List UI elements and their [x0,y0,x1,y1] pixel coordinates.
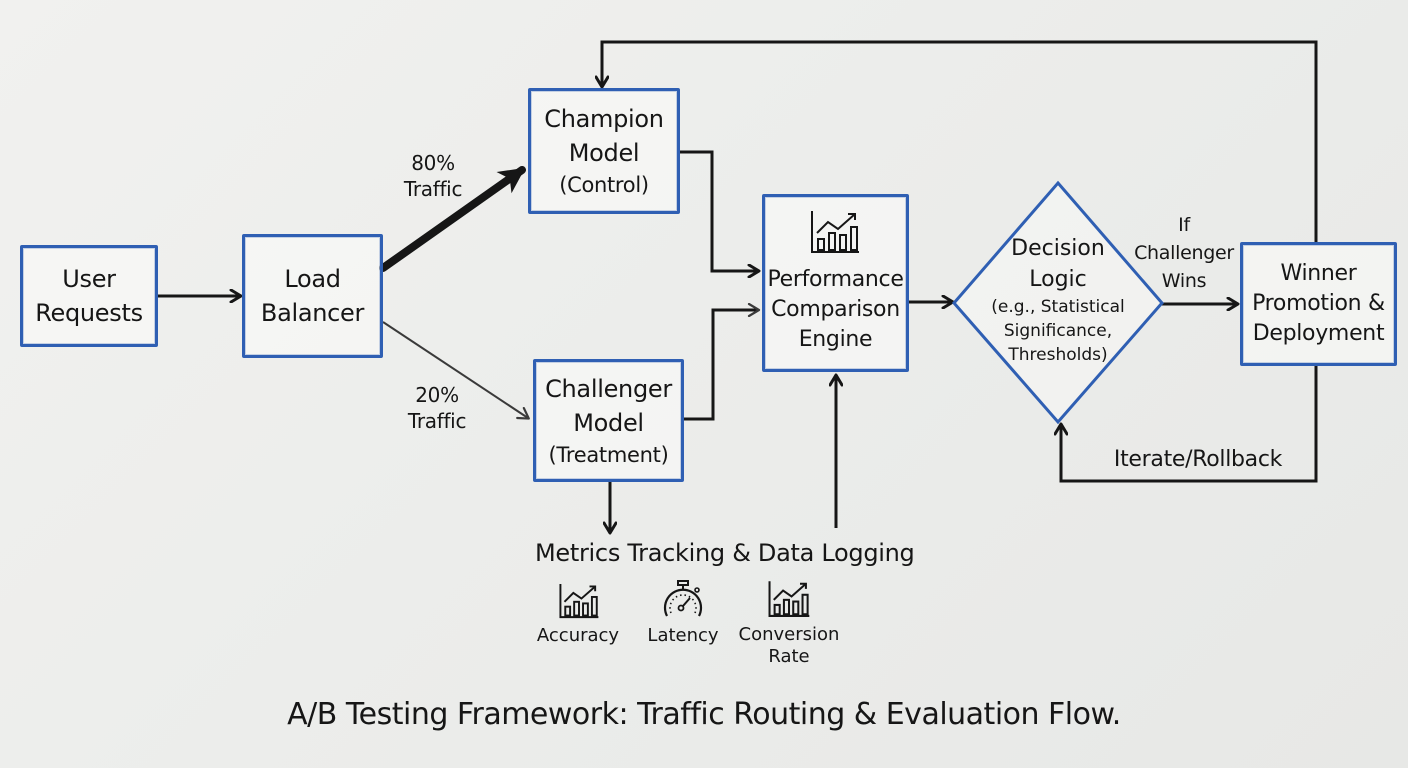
node-performance-comparison-engine: Performance Comparison Engine [762,194,909,372]
decision-diamond [952,180,1164,425]
node-label: User [62,265,116,293]
traffic-percent: 80% [411,151,455,175]
node-label: (Control) [559,173,649,197]
node-winner-promotion: Winner Promotion & Deployment [1240,242,1397,366]
metric-conversion-rate: Conversion Rate [734,624,844,668]
edge-loadbalancer-to-champion [379,166,526,272]
edge-winner-to-champion-loop [602,40,1318,242]
diagram-caption: A/B Testing Framework: Traffic Routing &… [287,697,1121,732]
node-detail: (e.g., Statistical [991,297,1125,317]
node-label: Balancer [260,299,365,327]
latency-stopwatch-icon [663,580,703,617]
metric-latency: Latency [633,625,733,647]
metric-label: Rate [768,646,810,667]
metric-accuracy: Accuracy [528,625,628,647]
node-label: Deployment [1252,321,1385,346]
accuracy-bar-chart-trend-icon [559,584,599,619]
label-iterate-rollback: Iterate/Rollback [1113,447,1283,472]
node-label: Model [573,408,644,437]
condition-text: Challenger [1134,242,1234,264]
label-champion-traffic: 80% Traffic [388,150,478,202]
node-label: Decision [1011,236,1105,261]
edge-loadbalancer-to-challenger [382,321,528,418]
node-decision-logic: Decision Logic (e.g., Statistical Signif… [978,233,1138,367]
condition-text: Wins [1161,270,1207,292]
edge-iterate-rollback-loop [1061,366,1318,483]
edge-champion-to-performance [680,150,758,271]
metric-label: Accuracy [536,625,620,646]
node-label: Engine [798,327,873,352]
traffic-percent: 20% [415,383,459,407]
node-load-balancer: Load Balancer [242,234,383,358]
node-challenger-model: Challenger Model (Treatment) [533,359,684,482]
bar-chart-trend-icon [811,211,859,253]
traffic-text: Traffic [403,177,463,201]
node-champion-model: Champion Model (Control) [528,88,680,214]
metric-label: Latency [647,625,719,646]
node-label: (Treatment) [548,442,669,467]
node-label: Comparison [771,297,900,322]
node-label: Logic [1029,267,1087,292]
node-label: Requests [35,299,143,327]
label-challenger-traffic: 20% Traffic [392,382,482,434]
node-detail: Thresholds) [1008,345,1108,365]
metric-label: Conversion [738,624,840,645]
node-label: Load [284,265,341,293]
node-label: Champion [544,105,664,133]
node-label: Challenger [545,374,672,403]
condition-text: If [1178,214,1190,236]
edge-challenger-to-performance [683,310,758,421]
node-label: Model [568,139,640,167]
node-label: Performance [767,267,904,292]
metrics-title: Metrics Tracking & Data Logging [535,539,915,567]
conversion-bar-chart-trend-icon [768,581,810,617]
traffic-text: Traffic [407,409,467,433]
node-user-requests: User Requests [20,245,158,347]
label-challenger-wins: If Challenger Wins [1128,211,1240,295]
node-label: Winner [1280,261,1357,286]
node-label: Promotion & [1252,291,1385,316]
node-detail: Significance, [1003,321,1113,341]
